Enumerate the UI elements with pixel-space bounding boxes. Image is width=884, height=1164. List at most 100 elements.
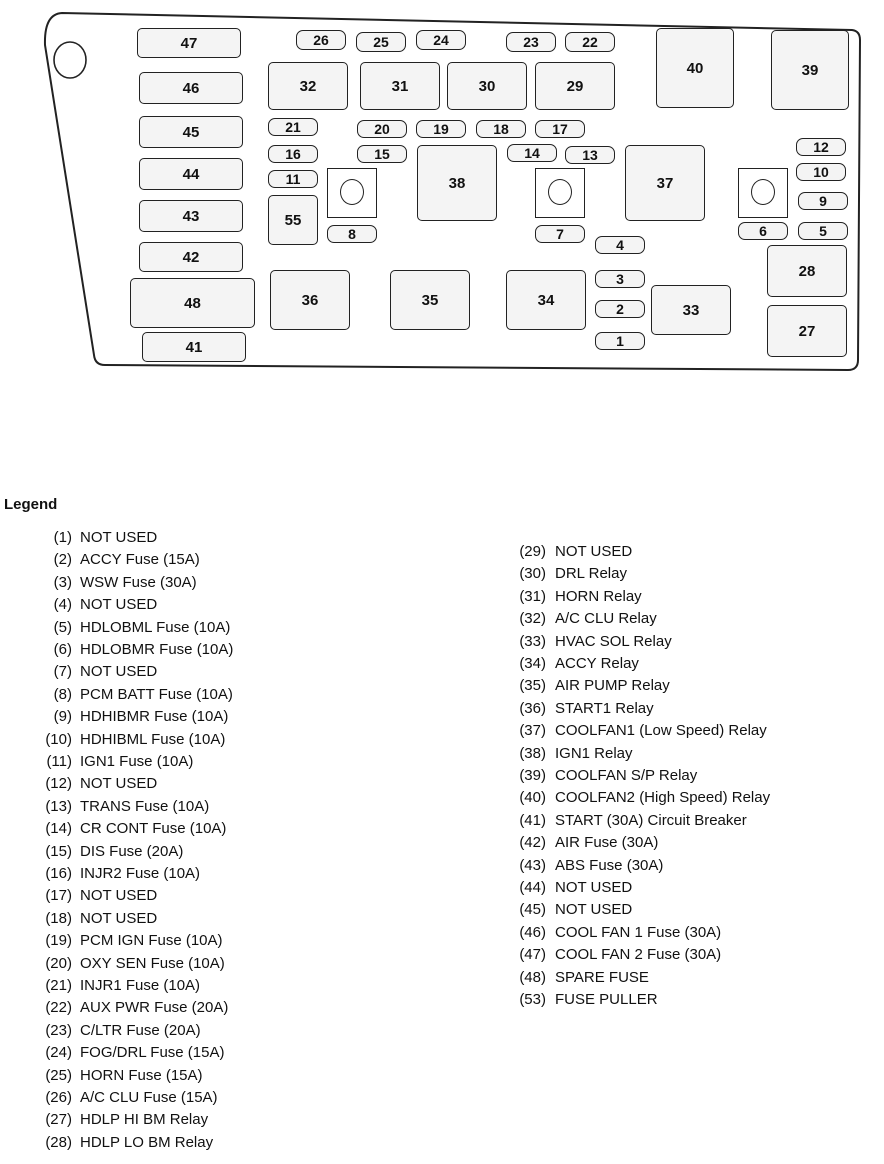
legend-item-text: NOT USED [80,909,158,927]
fuse-slot-8: 8 [327,225,377,243]
legend-item-text: FOG/DRL Fuse (15A) [80,1044,225,1062]
fuse-slot-10: 10 [796,163,846,181]
fuse-block-outline [43,11,862,372]
legend-item-text: AIR PUMP Relay [555,677,670,695]
legend-item-text: INJR1 Fuse (10A) [80,977,201,994]
legend-item-text: HDLOBML Fuse (10A) [80,618,231,636]
fuse-slot-35: 35 [390,270,470,330]
legend-item-text: COOLFAN S/P Relay [555,767,698,784]
legend-item-text: OXY SEN Fuse (10A) [80,954,225,972]
fuse-slot-16: 16 [268,145,318,163]
legend-item-number: (41) [519,811,546,829]
fuse-slot-48: 48 [130,278,255,328]
fuse-slot-26: 26 [296,30,346,50]
legend-item-number: (29) [519,543,546,560]
legend-item-text: PCM IGN Fuse (10A) [80,932,223,950]
legend-item-text: IGN1 Relay [555,744,633,762]
fuse-slot-3: 3 [595,270,645,288]
fuse-slot-46: 46 [139,72,243,104]
legend-item-text: HVAC SOL Relay [555,632,672,650]
fuse-slot-1: 1 [595,332,645,350]
legend-item-text: NOT USED [80,663,158,681]
legend-item-number: (40) [519,789,546,807]
fuse-slot-24: 24 [416,30,466,50]
legend-item-number: (14) [45,820,72,838]
fuse-slot-9: 9 [798,192,848,210]
legend-item-number: (1) [53,529,72,546]
legend-item-number: (11) [46,753,72,770]
fuse-slot-15: 15 [357,145,407,163]
legend-item-text: A/C CLU Fuse (15A) [80,1089,218,1106]
legend-item-number: (42) [519,834,546,852]
legend-item-text: NOT USED [555,543,633,560]
legend-item-text: COOLFAN2 (High Speed) Relay [555,789,771,807]
fuse-slot-30: 30 [447,62,527,110]
legend-item-number: (24) [45,1044,72,1062]
legend-item-text: DRL Relay [555,565,627,583]
fuse-slot-40: 40 [656,28,734,108]
fuse-slot-6: 6 [738,222,788,240]
legend-item-number: (39) [519,767,546,784]
legend-item-number: (13) [45,797,72,815]
fuse-holder-post [327,168,377,218]
legend-item-text: HDLOBMR Fuse (10A) [80,641,234,658]
mounting-hole-icon [53,41,87,79]
legend-item-number: (27) [45,1111,72,1129]
legend-item-number: (38) [519,744,546,762]
fuse-slot-20: 20 [357,120,407,138]
legend-item-text: ACCY Relay [555,655,639,672]
fuse-slot-23: 23 [506,32,556,52]
legend-item-number: (32) [519,610,546,628]
fuse-slot-42: 42 [139,242,243,272]
fuse-slot-33: 33 [651,285,731,335]
legend-item-number: (6) [53,641,72,658]
legend-item-number: (23) [45,1021,72,1039]
fuse-slot-47: 47 [137,28,241,58]
fuse-slot-14: 14 [507,144,557,162]
legend-item-text: A/C CLU Relay [555,610,657,628]
legend-item-text: HDLP LO BM Relay [80,1133,214,1151]
legend-item-number: (30) [519,565,546,583]
legend-item-number: (3) [53,573,72,591]
legend-item-number: (21) [45,977,72,994]
fuse-slot-13: 13 [565,146,615,164]
legend-item-number: (16) [45,865,72,882]
fuse-slot-43: 43 [139,200,243,232]
legend-item-text: PCM BATT Fuse (10A) [80,685,233,703]
legend-item-text: NOT USED [555,879,633,896]
legend-item-text: TRANS Fuse (10A) [80,797,210,815]
legend-item-number: (34) [519,655,546,672]
legend-item-number: (10) [45,730,72,748]
fuse-slot-38: 38 [417,145,497,221]
fuse-slot-41: 41 [142,332,246,362]
fuse-slot-31: 31 [360,62,440,110]
legend-item-text: FUSE PULLER [555,991,658,1008]
legend-item-text: AUX PWR Fuse (20A) [80,999,229,1017]
fuse-slot-4: 4 [595,236,645,254]
fuse-slot-5: 5 [798,222,848,240]
legend-item-text: HDLP HI BM Relay [80,1111,209,1129]
legend-item-number: (45) [519,901,546,919]
legend-item-number: (28) [45,1133,72,1151]
legend-item-number: (4) [53,596,72,614]
legend-item-text: NOT USED [80,775,158,793]
legend-item-number: (37) [519,722,546,740]
legend-item-number: (35) [519,677,546,695]
fuse-slot-45: 45 [139,116,243,148]
legend-item-number: (25) [45,1066,72,1084]
fuse-slot-22: 22 [565,32,615,52]
fuse-slot-17: 17 [535,120,585,138]
fuse-holder-post [535,168,585,218]
legend-item-text: AIR Fuse (30A) [555,834,659,852]
legend-item-number: (15) [45,842,72,860]
legend-item-text: ACCY Fuse (15A) [80,551,200,569]
legend-item-text: NOT USED [80,529,158,546]
fuse-slot-34: 34 [506,270,586,330]
legend-item-text: NOT USED [80,596,158,614]
legend-item-number: (46) [519,923,546,941]
fuse-slot-12: 12 [796,138,846,156]
legend-item-number: (18) [45,909,72,927]
legend-item-text: HDHIBML Fuse (10A) [80,730,226,748]
legend-item-text: HDHIBMR Fuse (10A) [80,708,229,726]
